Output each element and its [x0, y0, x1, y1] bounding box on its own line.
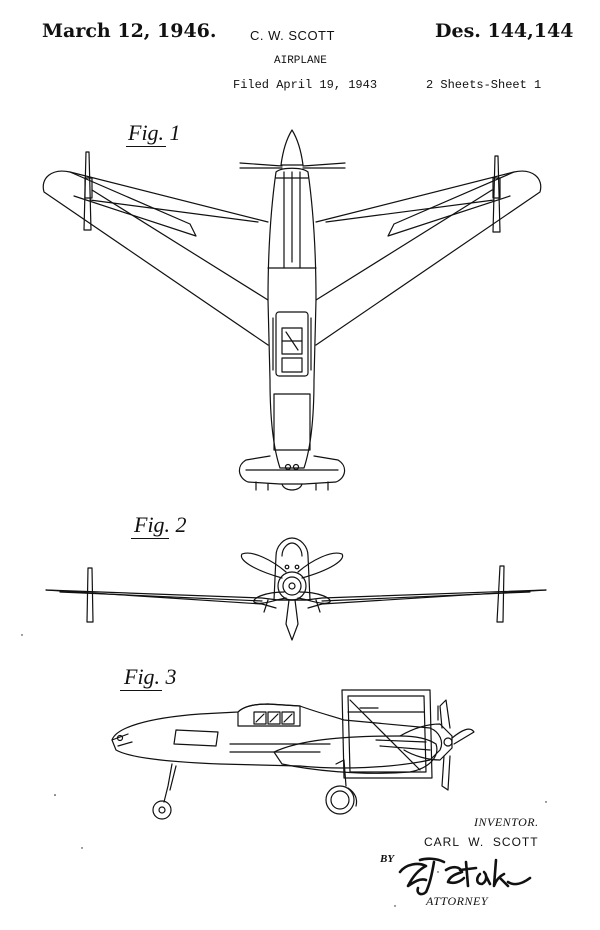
figure-1-plan-view: [43, 130, 541, 490]
figure-3-label: Fig. 3: [124, 664, 177, 689]
figure-2-front-view: [46, 538, 546, 640]
filed-date: Filed April 19, 1943: [233, 78, 378, 92]
inventor-short-name: C. W. SCOTT: [250, 28, 335, 43]
by-label: BY: [380, 853, 395, 865]
figure-3-underline: [120, 690, 162, 691]
figure-2-label: Fig. 2: [134, 512, 187, 537]
sheet-count: 2 Sheets-Sheet 1: [426, 78, 542, 92]
attorney-label: ATTORNEY: [426, 894, 489, 908]
figure-1-label: Fig. 1: [128, 120, 181, 145]
inventor-name: CARL W. SCOTT: [424, 835, 539, 849]
inventor-label: INVENTOR.: [474, 815, 539, 829]
figure-1-underline: [126, 146, 166, 147]
design-number: Des. 144,144: [435, 20, 574, 42]
figure-2-underline: [131, 538, 169, 539]
scan-specks: [21, 634, 547, 907]
attorney-signature: [396, 852, 536, 898]
patent-title: AIRPLANE: [274, 55, 327, 67]
figure-3-side-view: [112, 690, 474, 819]
patent-date: March 12, 1946.: [42, 20, 217, 42]
